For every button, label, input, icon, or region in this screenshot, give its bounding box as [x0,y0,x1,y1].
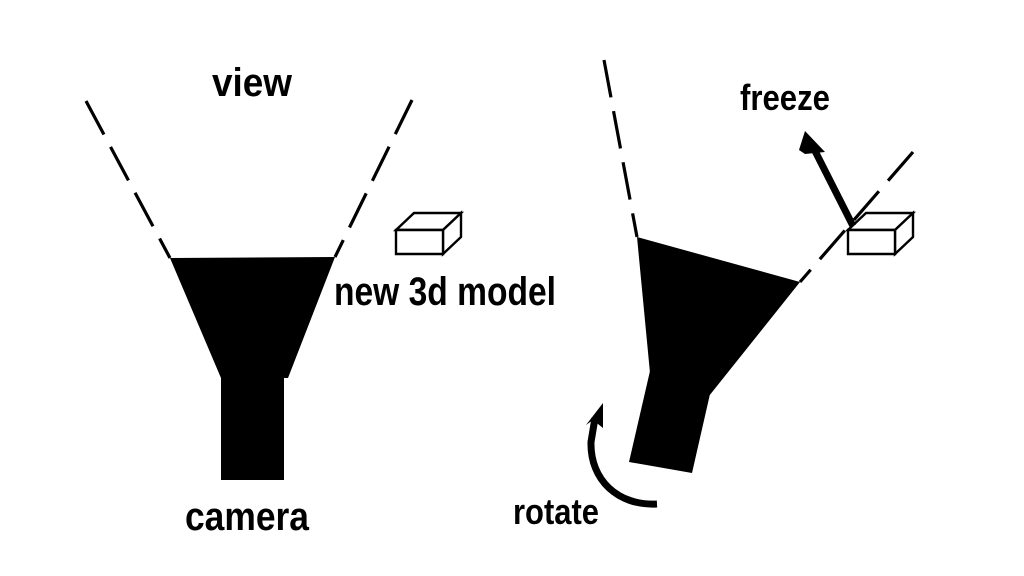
frozen-model-box-front-face [846,228,897,256]
left-view-frustum-line-left [84,100,172,259]
right-model-box-group [844,210,917,257]
left-view-frustum-line-right [333,99,414,258]
left-camera-frustum [170,257,335,378]
right-panel-group: freeze rotate [513,59,917,532]
freeze-arrow-head [799,131,825,154]
right-camera-body [629,371,710,473]
left-camera-body [221,377,284,480]
label-new-3d-model: new 3d model [334,270,556,314]
freeze-arrow-group [799,131,857,228]
rotate-arrow-shaft [587,417,658,508]
label-rotate: rotate [513,491,599,532]
model-box-front-face [394,228,445,256]
left-model-box-group [392,210,465,257]
label-camera: camera [185,495,310,539]
right-view-frustum-line-left [602,59,639,238]
right-camera-frustum [637,237,800,396]
rotate-arrow-head [586,403,603,428]
rotate-arrow-group [586,403,658,508]
label-view: view [212,61,293,105]
label-freeze: freeze [740,77,830,118]
left-panel-group: view new 3d model camera [84,61,556,539]
freeze-arrow-shaft [808,143,857,228]
right-view-frustum-line-right [798,150,915,284]
